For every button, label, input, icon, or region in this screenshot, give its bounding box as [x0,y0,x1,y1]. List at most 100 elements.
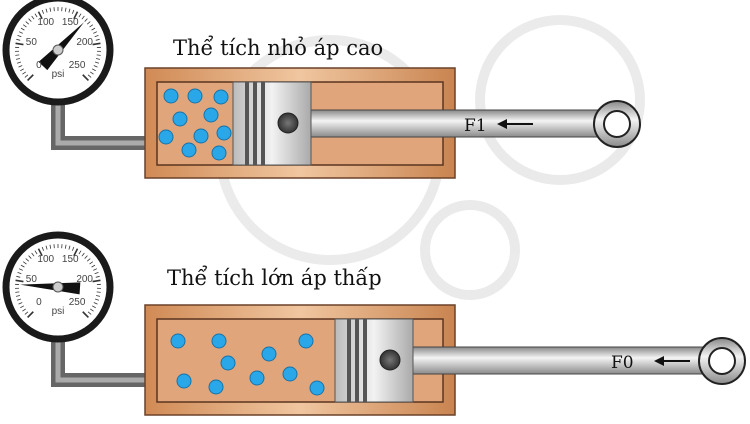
bottom-gauge-tick [45,245,48,250]
top-piston-pin [277,112,299,134]
top-gauge-tick [20,27,25,31]
top-gas-particle [187,88,203,104]
bottom-gauge-tick [81,252,85,257]
force-label-f0: F0 [611,353,634,373]
bottom-gauge-tick [15,279,24,283]
bottom-gauge-tick [24,311,29,315]
bottom-gauge-tick [20,305,25,309]
top-gauge-tick [94,61,100,64]
bottom-gauge-tick [16,298,22,301]
bottom-gas-particle [282,366,298,382]
bottom-gauge-tick [18,268,23,271]
bottom-gauge-tick [20,264,25,268]
bottom-gauge-tick [17,272,22,275]
top-gauge-tick [68,8,71,13]
top-gauge-tick [95,58,101,60]
top-gauge-tick [41,9,45,14]
bottom-gauge-tick-label: 150 [62,254,79,265]
top-gauge-tick [87,74,92,78]
bottom-force-arrowhead [654,356,664,366]
bottom-gas-particle [220,355,236,371]
top-gauge-tick-label: 200 [76,37,93,48]
top-gauge-tick [93,65,98,68]
bottom-gauge-tick [73,248,79,257]
top-force-arrowhead [497,119,507,129]
top-gauge-tick [15,42,24,46]
bottom-piston-pin [379,349,401,371]
bottom-gauge-tick [84,255,88,259]
bottom-gauge-tick [87,311,92,315]
top-gauge-tick [71,9,75,14]
top-piston-ring [253,82,257,165]
bottom-gauge-tick [93,268,98,271]
top-gauge-tick [45,8,48,13]
top-gauge-tick-label: 50 [26,37,38,48]
bottom-gauge-tick [34,250,38,255]
bottom-gauge-tick [95,295,101,297]
bottom-gauge-tick [68,245,71,250]
bottom-gauge-tick [15,291,20,293]
top-gauge-tick-label: 0 [36,60,42,71]
top-piston-ring [245,82,249,165]
force-label-f1: F1 [464,116,487,136]
bottom-gas-particle [211,333,227,349]
bottom-gauge-tick [22,261,27,265]
bottom-gauge-tick-label: 200 [76,274,93,285]
top-gauge-tick [37,11,43,20]
bottom-gauge-tick [89,261,94,265]
top-gauge-tick [78,13,82,18]
bottom-gauge-tick [22,308,26,312]
bottom-caption: Thể tích lớn áp thấp [167,266,382,290]
top-gauge-tick-label: 100 [37,17,54,28]
top-gas-particle [213,89,229,105]
top-gauge-tick [27,74,34,81]
top-gauge-tick [25,21,30,25]
top-gauge-tick [24,74,29,78]
top-gauge-tick [22,71,26,75]
top-piston-rod [302,109,608,138]
bottom-gauge-tick [90,308,94,312]
bottom-gauge-tick [27,311,34,318]
bottom-gauge-tick [49,244,52,249]
top-gauge-tick [16,61,22,64]
top-gauge-tick [15,58,21,60]
bottom-gauge-needle [20,282,81,295]
bottom-gauge-tick [28,255,32,259]
bottom-gauge-tick [91,264,96,268]
top-gas-particle [203,107,219,123]
top-gas-particle [193,128,209,144]
bottom-piston-ring [363,319,367,402]
top-gauge-tick [92,42,101,46]
bottom-gauge-tick-label: 0 [36,297,42,308]
bottom-gauge-tick [41,246,45,251]
top-gauge-tick [18,31,23,34]
bottom-gauge-tick [86,258,91,262]
top-gauge-tick [34,13,38,18]
top-gas-particle [158,129,174,145]
top-gauge-tick [91,27,96,31]
bottom-gauge-tick [37,248,43,257]
top-piston-ring [261,82,265,165]
bottom-gauge-tick-label: 100 [37,254,54,265]
top-gauge-tick [91,68,96,72]
top-gauge-tick [89,24,94,28]
bottom-gauge-tick [82,311,89,318]
bottom-gauge-tick [15,295,21,297]
bottom-rod-eye-hole [708,347,736,375]
bottom-gauge-unit: psi [52,306,65,317]
top-gauge-tick [86,21,91,25]
bottom-gas-particle [298,333,314,349]
bottom-gas-particle [261,346,277,362]
top-gauge-tick [20,68,25,72]
top-gas-particle [181,142,197,158]
bottom-piston-ring [355,319,359,402]
top-gauge-hub [52,44,64,56]
top-caption: Thể tích nhỏ áp cao [173,36,383,60]
bottom-gauge-tick [18,302,23,305]
bottom-gauge-tick [92,279,101,283]
bottom-piston [334,318,414,403]
top-gauge-tick [95,38,100,41]
bottom-gauge-tick [64,244,67,249]
top-gauge-tick [84,18,88,22]
